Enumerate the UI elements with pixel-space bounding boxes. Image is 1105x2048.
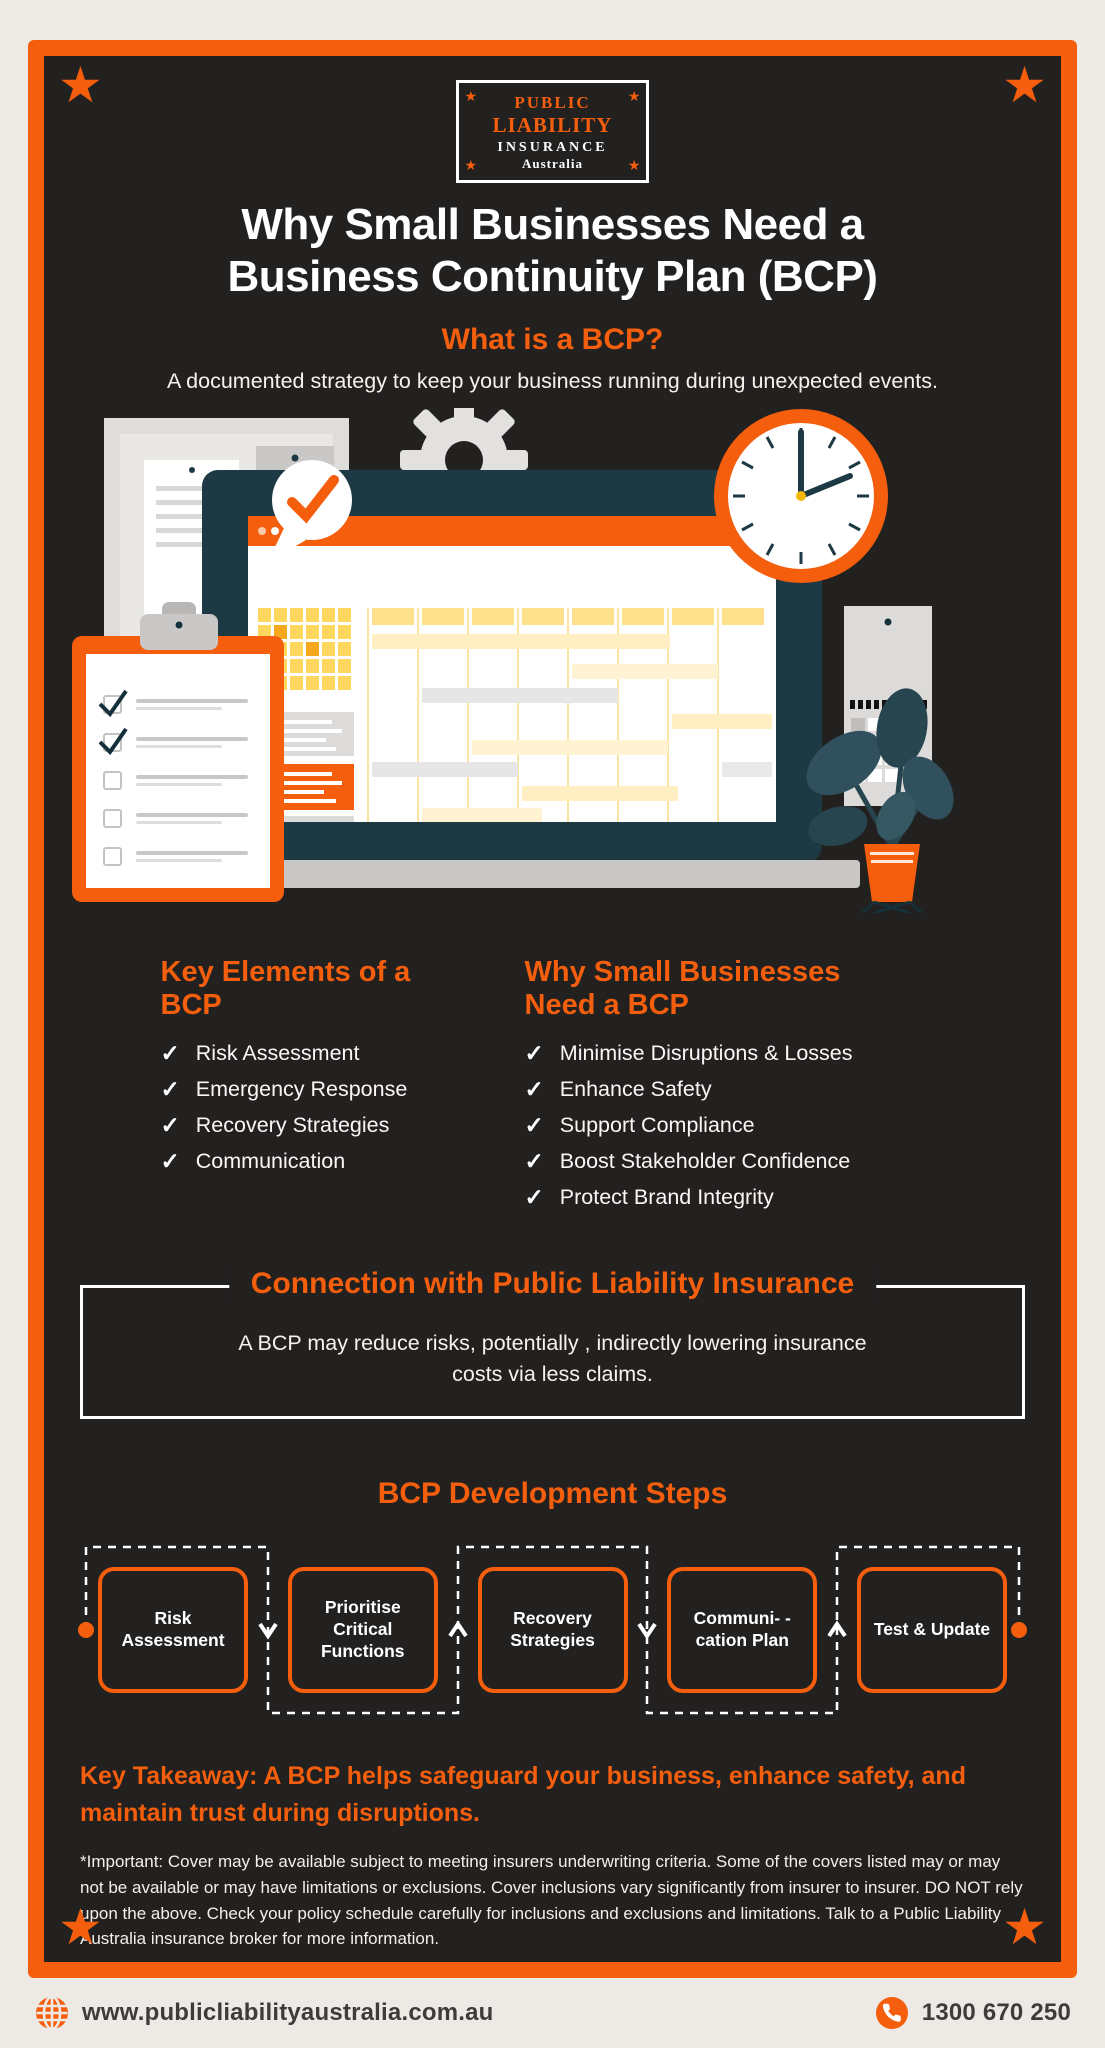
list-item: ✓ Recovery Strategies: [161, 1113, 461, 1138]
phone-number[interactable]: 1300 670 250: [921, 1999, 1071, 2026]
check-icon: ✓: [524, 1147, 544, 1174]
brand-logo-wrap: ★ ★ ★ ★ PUBLIC LIABILITY INSURANCE Austr…: [44, 80, 1061, 183]
check-icon: ✓: [524, 1075, 544, 1102]
step-label: Communi- -cation Plan: [693, 1607, 791, 1650]
list-item: ✓ Emergency Response: [161, 1077, 461, 1102]
steps-flow: Risk Assessment Prioritise Critical Func…: [76, 1533, 1029, 1728]
list-item-label: Boost Stakeholder Confidence: [559, 1148, 851, 1173]
steps-boxes: Risk Assessment Prioritise Critical Func…: [76, 1533, 1029, 1728]
step-label: Prioritise Critical Functions: [320, 1597, 405, 1661]
connection-body: A BCP may reduce risks, potentially , in…: [238, 1330, 867, 1386]
list-item: ✓ Communication: [161, 1149, 461, 1174]
key-elements-section: Key Elements of a BCP ✓ Risk Assessment …: [161, 956, 461, 1221]
footer: www.publicliabilityaustralia.com.au 1300…: [0, 1978, 1105, 2048]
list-item-label: Enhance Safety: [559, 1076, 712, 1101]
list-item: ✓ Enhance Safety: [525, 1077, 945, 1102]
plant-icon: [806, 688, 954, 915]
list-item-label: Support Compliance: [559, 1112, 755, 1137]
benefit-lists: Key Elements of a BCP ✓ Risk Assessment …: [44, 956, 1061, 1221]
star-icon: ★: [1002, 1899, 1047, 1955]
star-icon: ★: [58, 57, 103, 113]
logo-line-insurance: INSURANCE: [497, 140, 608, 155]
phone-icon: [875, 1997, 908, 2029]
brand-logo: ★ ★ ★ ★ PUBLIC LIABILITY INSURANCE Austr…: [455, 80, 650, 183]
list-item: ✓ Minimise Disruptions & Losses: [525, 1041, 945, 1066]
logo-line-liability: LIABILITY: [492, 113, 613, 137]
step-box: Communi- -cation Plan: [667, 1566, 818, 1693]
globe-icon: [36, 1995, 68, 2031]
bcp-illustration: [72, 395, 954, 915]
list-item: ✓ Support Compliance: [525, 1113, 945, 1138]
page-title: Why Small Businesses Need a Business Con…: [227, 200, 878, 301]
list-item-label: Minimise Disruptions & Losses: [559, 1040, 853, 1065]
list-item: ✓ Protect Brand Integrity: [525, 1185, 945, 1210]
arrow-up-icon: [448, 1620, 468, 1637]
footer-phone-group: 1300 670 250: [874, 1995, 1071, 2031]
star-icon: ★: [627, 159, 641, 174]
key-elements-list: ✓ Risk Assessment ✓ Emergency Response ✓…: [161, 1041, 461, 1174]
wall-clock-icon: [714, 408, 888, 583]
logo-line-public: PUBLIC: [514, 93, 591, 112]
star-icon: ★: [58, 1899, 103, 1955]
star-icon: ★: [464, 159, 478, 174]
check-icon: ✓: [524, 1039, 544, 1066]
why-need-section: Why Small Businesses Need a BCP ✓ Minimi…: [525, 956, 945, 1221]
why-need-heading: Why Small Businesses Need a BCP: [524, 955, 841, 1022]
step-label: Recovery Strategies: [510, 1607, 595, 1650]
flow-end-dot: [1011, 1621, 1027, 1638]
connection-heading: Connection with Public Liability Insuran…: [228, 1266, 877, 1301]
list-item-label: Risk Assessment: [195, 1040, 360, 1065]
infographic-frame: ★ ★ ★ ★ ★ ★ ★ ★ PUBLIC LIABILITY INSURAN…: [28, 40, 1077, 1978]
list-item: ✓ Boost Stakeholder Confidence: [525, 1149, 945, 1174]
flow-start-dot: [78, 1621, 94, 1638]
list-item-label: Recovery Strategies: [195, 1112, 390, 1137]
section-subtitle: What is a BCP?: [441, 322, 664, 356]
star-icon: ★: [464, 90, 478, 105]
arrow-up-icon: [827, 1620, 847, 1637]
star-icon: ★: [1002, 57, 1047, 113]
connection-box: Connection with Public Liability Insuran…: [80, 1266, 1025, 1419]
disclaimer-text: *Important: Cover may be available subje…: [80, 1851, 1023, 1949]
check-icon: ✓: [160, 1111, 180, 1138]
step-box: Prioritise Critical Functions: [287, 1566, 438, 1693]
key-elements-heading: Key Elements of a BCP: [160, 955, 411, 1022]
arrow-down-icon: [637, 1622, 657, 1640]
why-need-list: ✓ Minimise Disruptions & Losses ✓ Enhanc…: [525, 1041, 945, 1210]
clipboard-checklist-icon: [72, 601, 284, 902]
step-box: Risk Assessment: [98, 1566, 248, 1693]
bcp-description: A documented strategy to keep your busin…: [167, 368, 938, 393]
step-box: Recovery Strategies: [477, 1566, 628, 1693]
arrow-down-icon: [258, 1622, 278, 1640]
step-label: Risk Assessment: [121, 1607, 225, 1650]
check-icon: ✓: [524, 1183, 544, 1210]
check-bubble-icon: [268, 459, 352, 562]
check-icon: ✓: [524, 1111, 544, 1138]
logo-line-australia: Australia: [521, 156, 583, 171]
check-icon: ✓: [160, 1147, 180, 1174]
list-item-label: Communication: [195, 1148, 346, 1173]
check-icon: ✓: [160, 1039, 180, 1066]
website-link[interactable]: www.publicliabilityaustralia.com.au: [82, 1999, 494, 2026]
list-item-label: Emergency Response: [195, 1076, 408, 1101]
step-label: Test & Update: [873, 1618, 991, 1639]
check-icon: ✓: [160, 1075, 180, 1102]
step-box: Test & Update: [857, 1566, 1007, 1693]
steps-flow-path: [78, 1545, 1027, 1715]
star-icon: ★: [627, 90, 641, 105]
key-takeaway: Key Takeaway: A BCP helps safeguard your…: [80, 1761, 966, 1828]
list-item-label: Protect Brand Integrity: [559, 1184, 774, 1209]
footer-website-group: www.publicliabilityaustralia.com.au: [34, 1995, 494, 2031]
list-item: ✓ Risk Assessment: [161, 1041, 461, 1066]
steps-heading: BCP Development Steps: [377, 1476, 728, 1510]
